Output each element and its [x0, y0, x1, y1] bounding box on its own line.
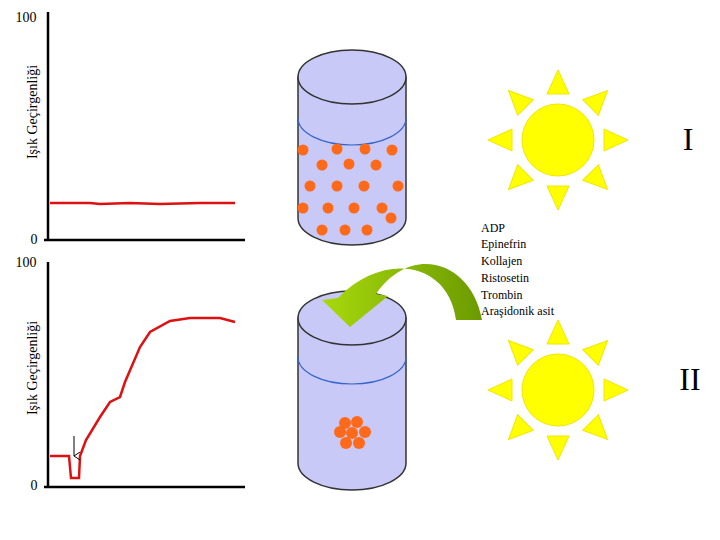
transmission-curve — [50, 318, 235, 478]
panel-number: II — [679, 362, 700, 397]
agonist-name: Epinefrin — [481, 238, 526, 251]
agonist-name: ADP — [481, 222, 505, 235]
axis-tick: 0 — [31, 478, 38, 493]
light-source — [488, 70, 628, 210]
agonist-arrow — [74, 436, 75, 456]
agonist-name: Trombin — [481, 289, 523, 302]
transmission-curve — [50, 203, 235, 204]
agonist-name: Ristosetin — [481, 272, 529, 285]
axis-tick: 100 — [16, 255, 37, 270]
cuvette — [298, 50, 407, 245]
axis-title: Işık Geçirgenliği — [25, 321, 40, 415]
agonist-name: Araşidonik asit — [481, 305, 554, 318]
agonist-name: Kollajen — [481, 255, 522, 268]
transfer-arrow — [322, 264, 482, 327]
axis-tick: 100 — [16, 10, 37, 25]
panel-number: I — [683, 122, 694, 157]
axis-title: Işık Geçirgenliği — [25, 65, 40, 159]
axis-tick: 0 — [31, 232, 38, 247]
light-source — [488, 320, 628, 460]
chart-axes — [44, 12, 245, 487]
